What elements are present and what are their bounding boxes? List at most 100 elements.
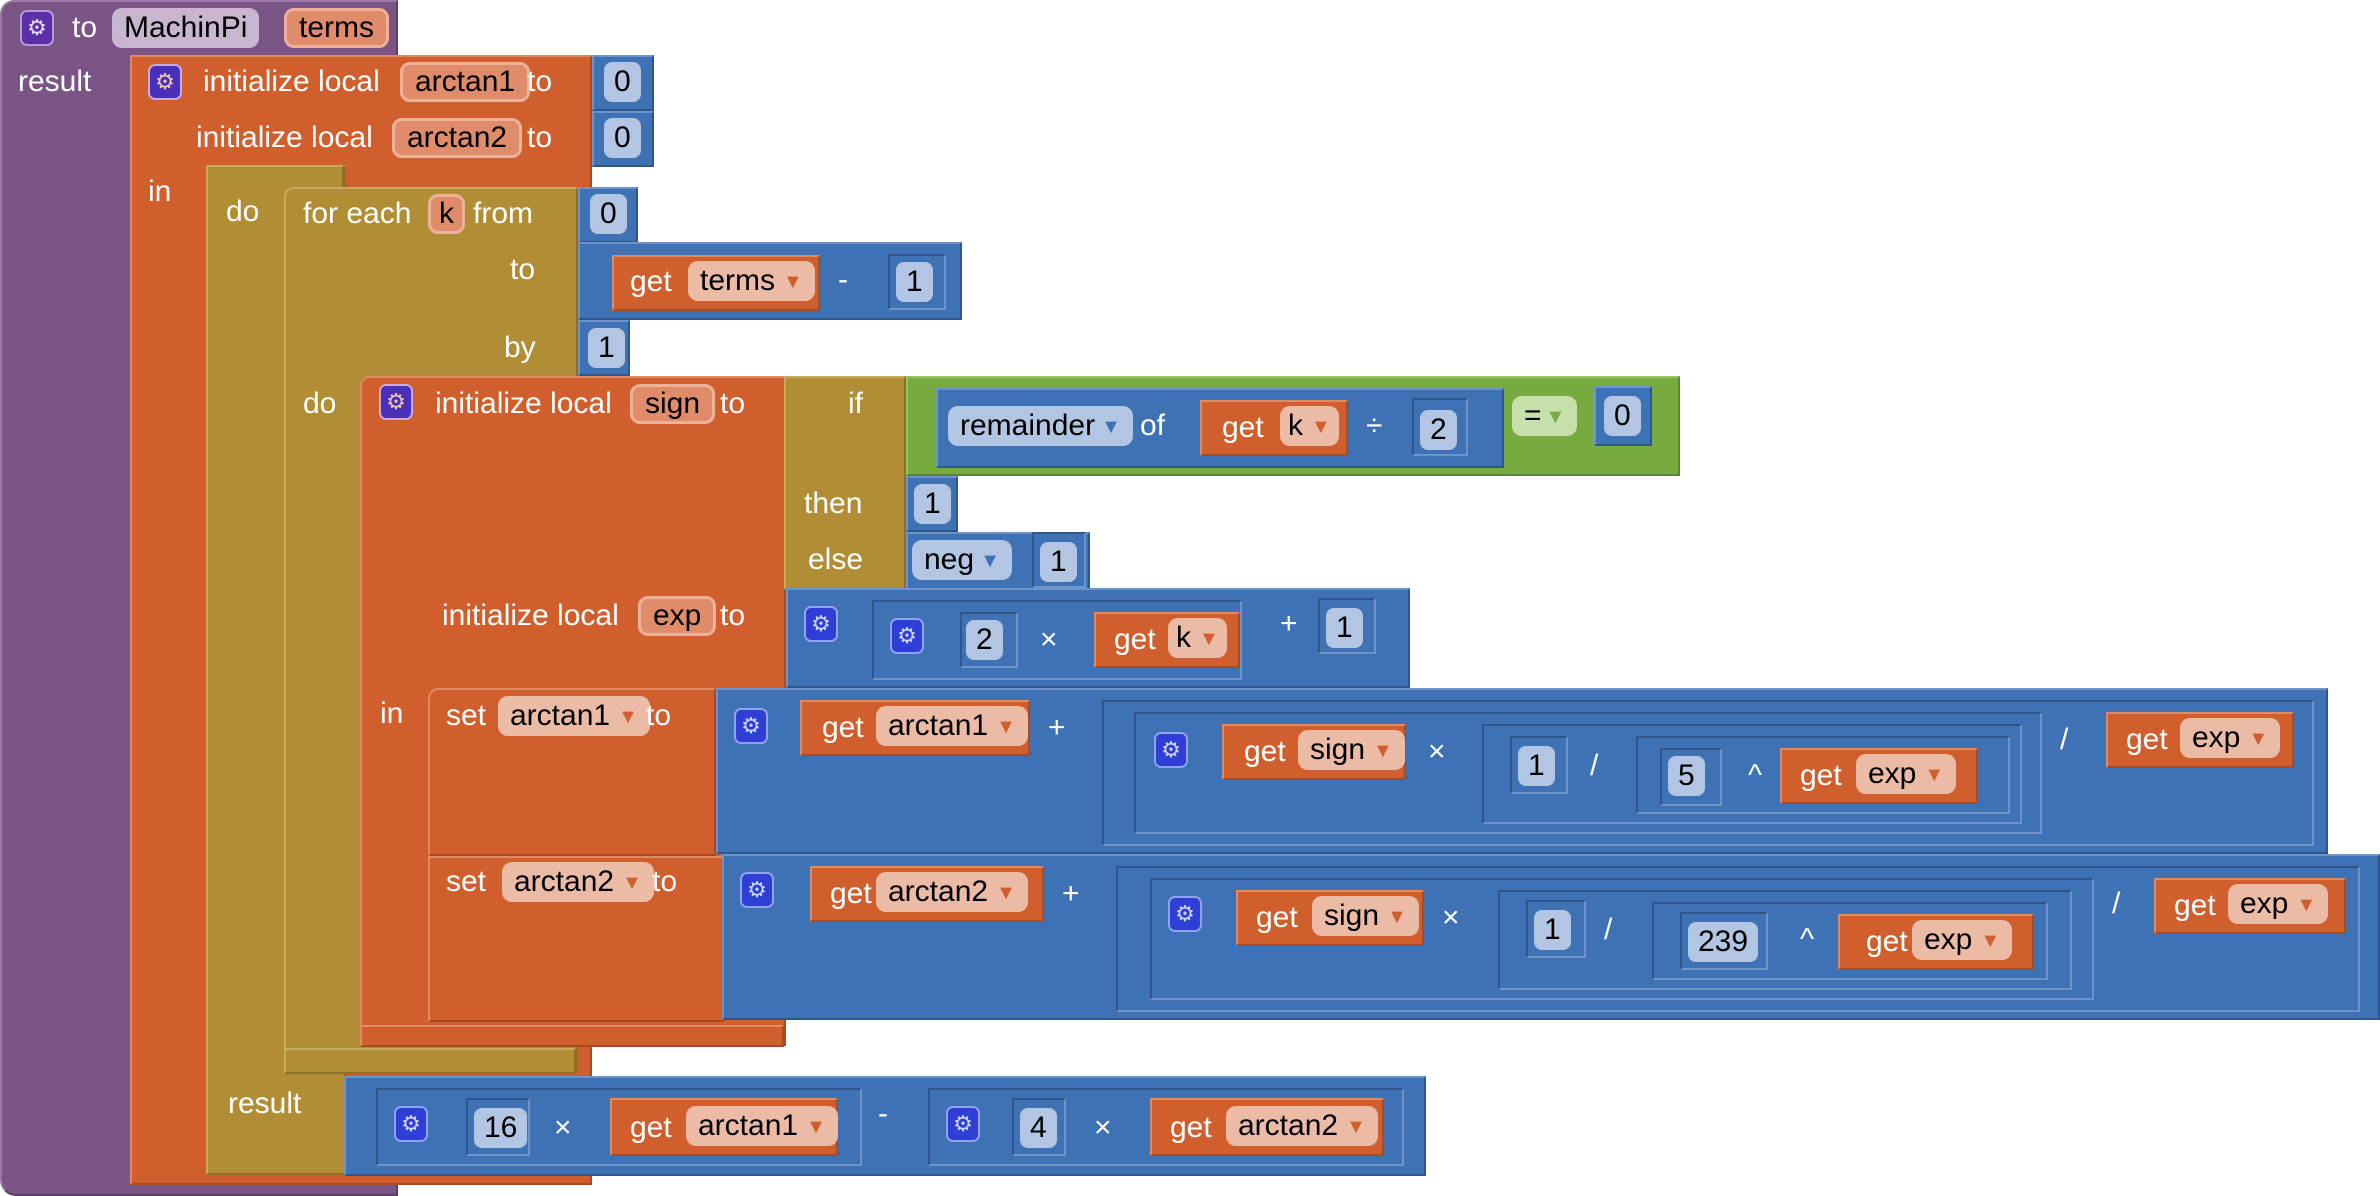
get-var: exp bbox=[2192, 721, 2241, 754]
dropdown-arrow-icon: ▼ bbox=[783, 271, 803, 293]
add-gear-icon[interactable]: ⚙ bbox=[804, 606, 838, 642]
get-k-var: k bbox=[1176, 621, 1191, 654]
for-each-by-label: by bbox=[504, 331, 536, 364]
get-exp-dropdown-1[interactable]: exp▼ bbox=[1856, 754, 1957, 794]
if-then-else-block[interactable] bbox=[784, 376, 906, 590]
power-block-1[interactable] bbox=[1636, 736, 2010, 814]
number-value-else[interactable]: 1 bbox=[1040, 542, 1077, 582]
get-arctan2-dropdown[interactable]: arctan2▼ bbox=[876, 872, 1028, 912]
compare-op-dropdown[interactable]: =▼ bbox=[1512, 396, 1578, 436]
number-value-arctan1-init[interactable]: 0 bbox=[604, 62, 641, 102]
times-operator: × bbox=[554, 1111, 572, 1144]
set-arctan1-dropdown[interactable]: arctan1▼ bbox=[498, 696, 650, 736]
remainder-dropdown[interactable]: remainder▼ bbox=[948, 406, 1133, 446]
number-value-base-1[interactable]: 5 bbox=[1668, 756, 1705, 796]
divide-operator: ÷ bbox=[1366, 409, 1383, 442]
slash-operator: / bbox=[1590, 749, 1599, 782]
number-value-cmp[interactable]: 0 bbox=[1604, 396, 1641, 436]
divide-block-inner-2[interactable] bbox=[1498, 890, 2072, 990]
get-label: get bbox=[630, 1111, 672, 1144]
get-var: exp bbox=[2240, 887, 2289, 920]
set-to-label: to bbox=[646, 699, 672, 732]
local-in-label-inner: in bbox=[380, 697, 404, 730]
dropdown-arrow-icon: ▼ bbox=[618, 706, 638, 728]
get-terms-dropdown[interactable]: terms ▼ bbox=[688, 261, 815, 301]
power-block-2[interactable] bbox=[1652, 902, 2048, 980]
local-var-exp[interactable]: exp bbox=[638, 596, 717, 636]
multiply-block-16[interactable] bbox=[376, 1088, 862, 1166]
get-sign-dropdown-2[interactable]: sign▼ bbox=[1312, 896, 1419, 936]
set-arctan2-dropdown[interactable]: arctan2▼ bbox=[502, 862, 654, 902]
multiply-block-exp[interactable] bbox=[872, 600, 1242, 680]
procedure-name-field[interactable]: MachinPi bbox=[112, 8, 260, 48]
multiply-block-4[interactable] bbox=[928, 1088, 1404, 1166]
number-value-4[interactable]: 4 bbox=[1020, 1108, 1057, 1148]
procedure-to-label: to bbox=[72, 11, 98, 44]
get-sign-dropdown-1[interactable]: sign▼ bbox=[1298, 730, 1405, 770]
slash-operator: / bbox=[1604, 913, 1613, 946]
plus-operator: + bbox=[1048, 711, 1066, 744]
local-var-sign[interactable]: sign bbox=[630, 384, 716, 424]
local-in-label-outer: in bbox=[148, 175, 172, 208]
dropdown-arrow-icon: ▼ bbox=[980, 550, 1000, 572]
do-result-label: result bbox=[228, 1087, 302, 1120]
number-socket-exp-2 bbox=[960, 612, 1018, 668]
get-exp-divisor-dropdown-1[interactable]: exp▼ bbox=[2180, 718, 2281, 758]
local-var-arctan2[interactable]: arctan2 bbox=[392, 118, 523, 158]
neg-dropdown[interactable]: neg▼ bbox=[912, 540, 1012, 580]
local-init-inner-gear-icon[interactable]: ⚙ bbox=[379, 384, 413, 420]
number-value-then[interactable]: 1 bbox=[914, 484, 951, 524]
else-label: else bbox=[808, 543, 864, 576]
multiply-gear-icon[interactable]: ⚙ bbox=[1168, 896, 1202, 932]
init-local-exp-label: initialize local bbox=[442, 599, 619, 632]
number-value-base-2[interactable]: 239 bbox=[1688, 922, 1759, 962]
number-value-by[interactable]: 1 bbox=[588, 328, 625, 368]
get-label: get bbox=[1222, 411, 1264, 444]
get-var: exp bbox=[1868, 757, 1917, 790]
get-terms-var: terms bbox=[700, 264, 775, 297]
get-label: get bbox=[2126, 723, 2168, 756]
init-local-label-1: initialize local bbox=[203, 65, 380, 98]
number-value-one-2[interactable]: 1 bbox=[1534, 910, 1571, 950]
local-init-gear-icon[interactable]: ⚙ bbox=[148, 64, 182, 100]
minus-operator: - bbox=[878, 1097, 888, 1130]
get-arctan2-final-dropdown[interactable]: arctan2▼ bbox=[1226, 1106, 1378, 1146]
get-k-dropdown[interactable]: k▼ bbox=[1280, 406, 1339, 446]
get-k-dropdown-exp[interactable]: k▼ bbox=[1168, 618, 1227, 658]
add-gear-icon[interactable]: ⚙ bbox=[740, 872, 774, 908]
number-value-exp-2[interactable]: 2 bbox=[966, 620, 1003, 660]
divide-block-outer-1[interactable] bbox=[1102, 700, 2314, 846]
get-exp-divisor-dropdown-2[interactable]: exp▼ bbox=[2228, 884, 2329, 924]
dropdown-arrow-icon: ▼ bbox=[1980, 930, 2001, 952]
number-value-16[interactable]: 16 bbox=[474, 1108, 528, 1148]
number-value-arctan2-init[interactable]: 0 bbox=[604, 118, 641, 158]
divide-block-inner-1[interactable] bbox=[1482, 724, 2022, 824]
dropdown-arrow-icon: ▼ bbox=[1373, 740, 1393, 762]
get-arctan1-final-dropdown[interactable]: arctan1▼ bbox=[686, 1106, 838, 1146]
divide-block-outer-2[interactable] bbox=[1116, 866, 2360, 1012]
set-arctan1-block[interactable] bbox=[428, 688, 716, 856]
neg-func: neg bbox=[924, 543, 975, 576]
local-var-arctan1[interactable]: arctan1 bbox=[400, 62, 531, 102]
add-gear-icon[interactable]: ⚙ bbox=[734, 708, 768, 744]
for-each-var-k[interactable]: k bbox=[428, 194, 465, 234]
multiply-gear-icon[interactable]: ⚙ bbox=[946, 1106, 980, 1142]
number-value-exp-1[interactable]: 1 bbox=[1326, 608, 1363, 648]
procedure-param-terms[interactable]: terms bbox=[284, 8, 389, 48]
multiply-gear-icon[interactable]: ⚙ bbox=[394, 1106, 428, 1142]
number-value-from[interactable]: 0 bbox=[590, 194, 627, 234]
number-value-divisor[interactable]: 2 bbox=[1420, 410, 1457, 450]
compare-op: = bbox=[1524, 399, 1542, 432]
plus-operator: + bbox=[1062, 877, 1080, 910]
mutator-gear-icon[interactable]: ⚙ bbox=[20, 10, 54, 46]
get-exp-dropdown-2[interactable]: exp▼ bbox=[1912, 920, 2013, 960]
get-label: get bbox=[1170, 1111, 1212, 1144]
number-value-one-1[interactable]: 1 bbox=[1518, 746, 1555, 786]
multiply-block-sign-2[interactable] bbox=[1150, 878, 2094, 1000]
number-value-to-1[interactable]: 1 bbox=[896, 262, 933, 302]
multiply-gear-icon[interactable]: ⚙ bbox=[1154, 732, 1188, 768]
init-to-label-1: to bbox=[527, 65, 553, 98]
multiply-gear-icon[interactable]: ⚙ bbox=[890, 618, 924, 654]
get-arctan1-dropdown[interactable]: arctan1▼ bbox=[876, 706, 1028, 746]
multiply-block-sign-1[interactable] bbox=[1134, 712, 2042, 834]
